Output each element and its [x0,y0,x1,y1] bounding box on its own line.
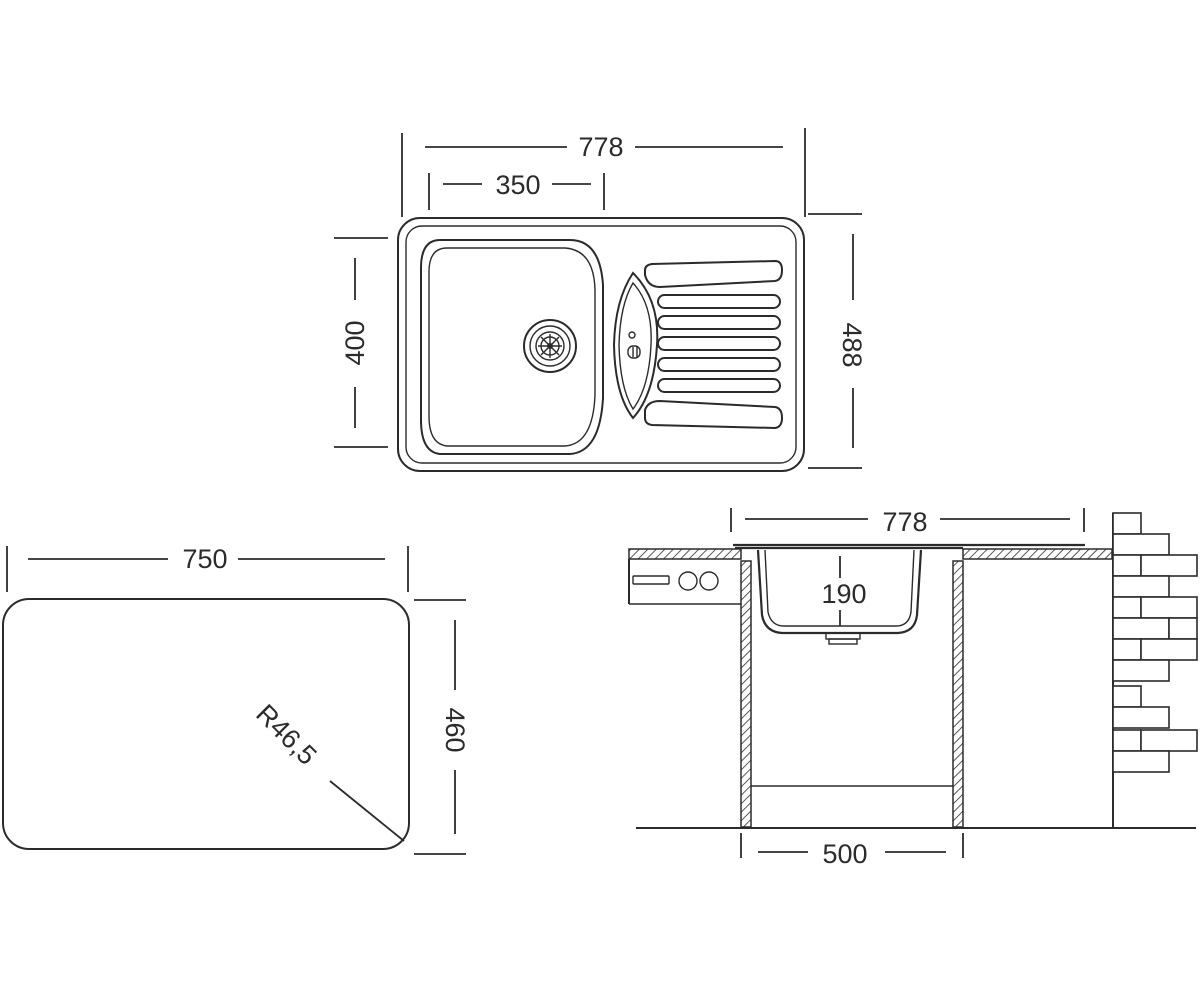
cutout-template: 750 460 R46,5 [2,544,470,855]
dimension-778-section: 778 [730,507,1085,537]
corner-radius-callout: R46,5 [250,699,405,842]
cabinet-panel-left [740,560,752,828]
overflow-recess [612,271,659,420]
sink-top-view: 778 350 400 488 [334,128,867,472]
dim-text-radius: R46,5 [250,699,322,771]
bowl-outline [420,239,604,455]
drain-section [825,632,861,645]
dim-text-488: 488 [837,322,867,367]
sink-section-rim [733,543,1085,550]
dim-text-460: 460 [440,707,470,752]
dim-text-350: 350 [495,170,540,200]
bowl-inner-outline [428,247,596,447]
drainer-grooves [644,259,784,430]
dimension-500: 500 [740,833,964,869]
drain-strainer [523,319,577,373]
dim-text-400: 400 [340,320,370,365]
countertop-left [628,548,742,560]
dimension-750: 750 [6,544,409,592]
overflow-recess-inner [618,281,652,411]
brick-wall [1112,512,1198,828]
cutout-outline [2,598,410,850]
overflow-holes [627,331,641,359]
dimension-350: 350 [428,170,605,210]
dim-text-778-section: 778 [882,507,927,537]
dim-text-778-top: 778 [578,132,623,162]
drawer-handle [632,571,719,591]
section-view: 778 190 500 [628,507,1198,869]
cabinet-panel-right [952,560,964,828]
dimension-190: 190 [821,556,867,626]
sink-inner-rim [405,225,797,464]
dimension-400: 400 [334,237,388,448]
dim-text-190: 190 [821,579,866,609]
dimension-488: 488 [808,213,867,469]
sink-outer-rim [397,217,805,472]
dimension-778-top: 778 [401,128,806,217]
dim-text-500: 500 [822,839,867,869]
countertop-right [962,548,1113,560]
dimension-460: 460 [414,599,470,855]
dim-text-750: 750 [182,544,227,574]
